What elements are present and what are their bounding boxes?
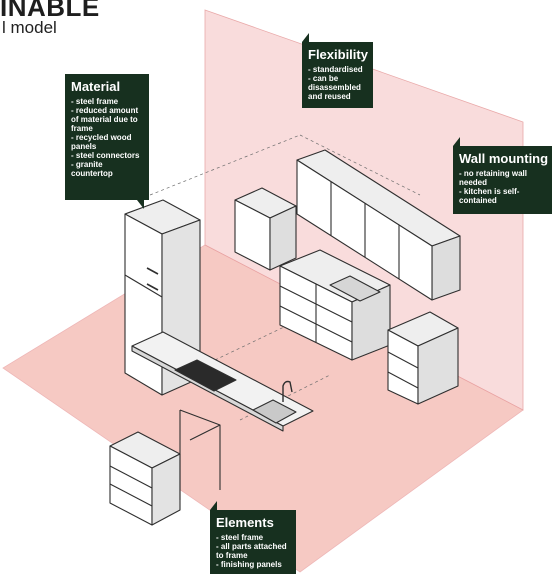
material-item: - recycled wood panels <box>71 133 132 151</box>
wall-mounting-callout: Wall mounting - no retaining wall needed… <box>453 137 552 214</box>
elements-item: - all parts attached to frame <box>216 542 287 560</box>
flexibility-list: - standardised - can be disassembled and… <box>308 65 367 101</box>
elements-callout: Elements - steel frame - all parts attac… <box>210 501 296 574</box>
material-title: Material <box>71 79 121 94</box>
material-list: - steel frame - reduced amount of materi… <box>71 97 143 178</box>
wall-mounting-list: - no retaining wall needed - kitchen is … <box>459 169 546 205</box>
material-item: - steel connectors <box>71 151 140 160</box>
page-title: INABLE <box>0 0 100 22</box>
flexibility-item: - standardised <box>308 65 363 74</box>
countertop <box>131 331 314 432</box>
wall-cabinets <box>234 149 461 301</box>
elements-item: - steel frame <box>216 533 264 542</box>
elements-item: - finishing panels <box>216 560 282 569</box>
elements-list: - steel frame - all parts attached to fr… <box>216 533 290 569</box>
material-item: - granite countertop <box>71 160 113 178</box>
material-item: - reduced amount of material due to fram… <box>71 106 139 133</box>
page-subtitle: l model <box>2 18 57 37</box>
faucet <box>282 380 293 402</box>
material-callout: Material - steel frame - reduced amount … <box>65 74 149 209</box>
sink <box>252 399 297 424</box>
wall-mounting-title: Wall mounting <box>459 151 549 166</box>
cooktop <box>174 359 237 392</box>
material-item: - steel frame <box>71 97 119 106</box>
wall-mounting-item: - kitchen is self-contained <box>459 187 520 205</box>
elements-title: Elements <box>216 515 274 530</box>
flexibility-callout: Flexibility - standardised - can be disa… <box>302 33 373 108</box>
flexibility-title: Flexibility <box>308 47 368 62</box>
base-cabinets <box>279 249 459 405</box>
exploded-element <box>109 409 221 526</box>
wall-mounting-item: - no retaining wall needed <box>459 169 528 187</box>
flexibility-item: - can be disassembled and reused <box>308 74 361 101</box>
